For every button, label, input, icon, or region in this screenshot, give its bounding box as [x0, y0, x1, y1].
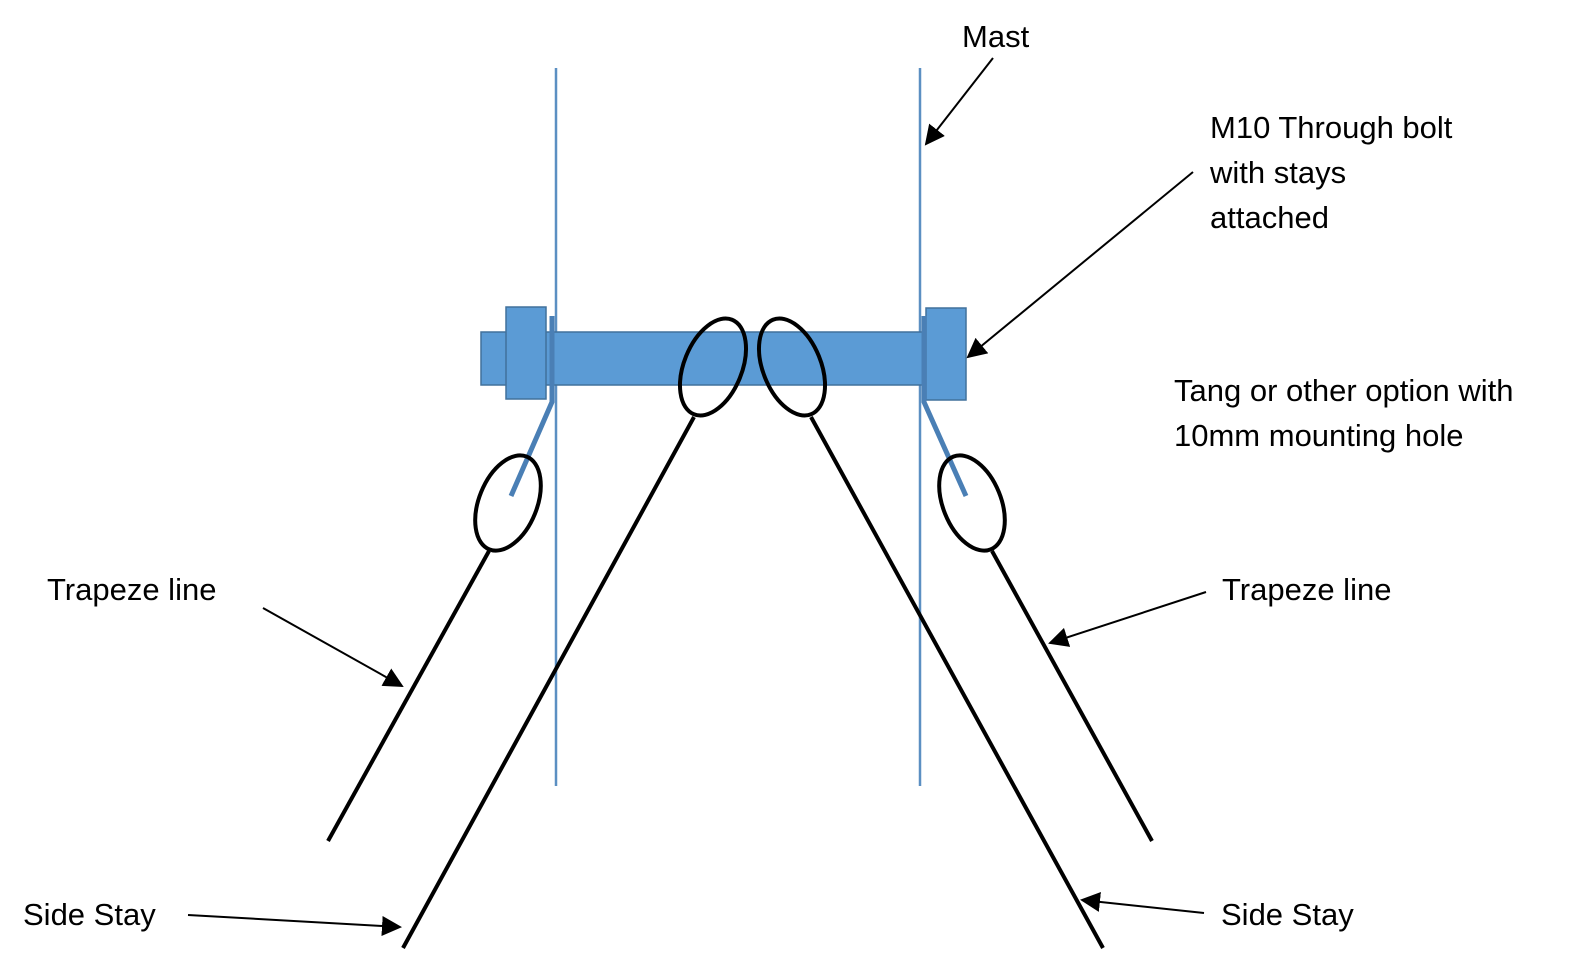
arrow-mast — [924, 57, 994, 146]
side-stay-right — [757, 316, 1105, 949]
label-side-stay-left: Side Stay — [23, 897, 156, 932]
arrow-trapeze-left — [262, 607, 404, 687]
bolt-nut — [505, 306, 547, 400]
label-side-stay-right: Side Stay — [1221, 897, 1354, 932]
arrow-trapeze-right — [1048, 591, 1207, 647]
label-through-bolt: M10 Through bolt with stays attached — [1209, 110, 1461, 235]
arrow-side-stay-right — [1080, 891, 1205, 914]
tang-left — [508, 316, 555, 497]
arrow-bolt — [966, 171, 1194, 359]
label-tang: Tang or other option with 10mm mounting … — [1174, 373, 1522, 453]
label-trapeze-left: Trapeze line — [47, 572, 216, 607]
tang-right — [921, 316, 969, 498]
label-trapeze-right: Trapeze line — [1222, 572, 1391, 607]
side-stay-left — [401, 316, 748, 949]
label-mast: Mast — [962, 19, 1030, 54]
bolt-head — [925, 307, 967, 401]
trapeze-line-left — [326, 453, 543, 842]
arrow-side-stay-left — [187, 914, 402, 936]
through-bolt — [480, 306, 967, 401]
bolt-shaft — [480, 331, 945, 386]
trapeze-line-right — [937, 453, 1154, 842]
